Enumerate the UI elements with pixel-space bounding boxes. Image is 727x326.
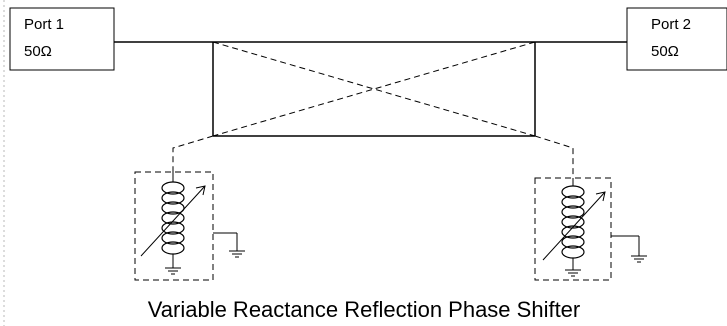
left-load-dashed-box: [134, 171, 214, 281]
port-2-box: [626, 7, 727, 71]
left-external-ground-icon: [213, 232, 245, 258]
left-coil-ground-icon: [165, 267, 181, 275]
port-2-label: Port 2: [651, 16, 691, 33]
coupler-cross-line-2: [212, 41, 536, 137]
hybrid-coupler: [212, 41, 536, 137]
left-load-lead: [172, 135, 214, 172]
port-2-impedance: 50Ω: [651, 43, 679, 60]
right-coil-ground-icon: [565, 269, 581, 277]
port-1-label: Port 1: [24, 16, 64, 33]
right-external-ground-icon: [611, 235, 647, 263]
diagram-caption: Variable Reactance Reflection Phase Shif…: [148, 297, 581, 322]
port-1-impedance: 50Ω: [24, 43, 52, 60]
left-variable-inductor-load: [134, 171, 245, 281]
left-variable-arrow-icon: [140, 185, 206, 257]
right-variable-arrow-icon: [542, 191, 606, 261]
port-2-block: Port 2 50Ω: [626, 7, 727, 71]
right-variable-inductor-load: [534, 177, 647, 281]
right-inductor-coil: [561, 185, 585, 259]
port-1-box: [9, 7, 115, 71]
coupler-cross-line-1: [212, 41, 536, 137]
right-load-lead: [534, 135, 574, 178]
right-load-dashed-box: [534, 177, 612, 281]
left-inductor-coil: [161, 181, 185, 255]
port-1-block: Port 1 50Ω: [9, 7, 115, 71]
